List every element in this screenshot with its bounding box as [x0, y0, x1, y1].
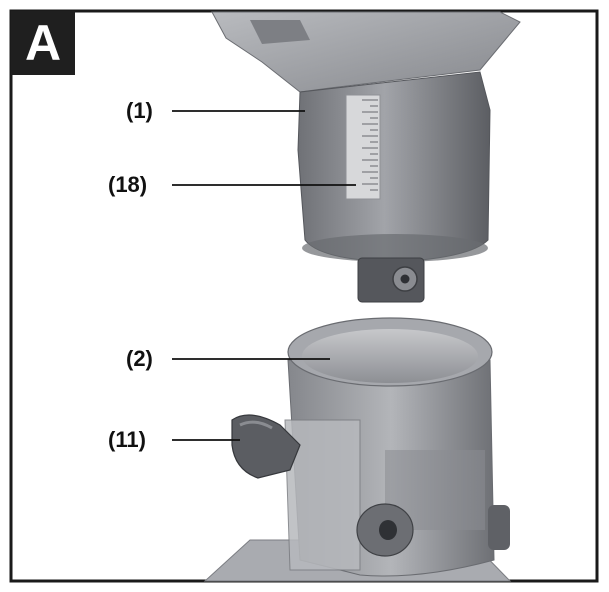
- motor-bottom-rim: [302, 234, 488, 262]
- motor-cylinder: [297, 71, 491, 263]
- panel-letter: A: [24, 15, 62, 71]
- base-inner-opening: [302, 329, 478, 383]
- callout-label: (1): [126, 98, 153, 123]
- depth-scale: [345, 94, 381, 200]
- clamp-screw-hole: [379, 520, 397, 540]
- clamping-lever-body: [231, 414, 301, 479]
- clamping-lever-highlight: [239, 420, 273, 430]
- right-side-knob: [488, 505, 510, 550]
- callout-label: (11): [108, 427, 146, 452]
- clamp-bracket: [284, 419, 361, 571]
- clamping-lever: [231, 414, 301, 479]
- depth-scale-ticks: [362, 99, 378, 191]
- depth-scale-plate: [345, 94, 381, 200]
- spindle-hole: [400, 274, 410, 284]
- callout-label: (18): [108, 172, 148, 197]
- callout-label: (2): [126, 346, 153, 371]
- router-base: [203, 317, 512, 582]
- motor-head-vent: [250, 20, 310, 44]
- panel-letter-box: A: [11, 11, 75, 75]
